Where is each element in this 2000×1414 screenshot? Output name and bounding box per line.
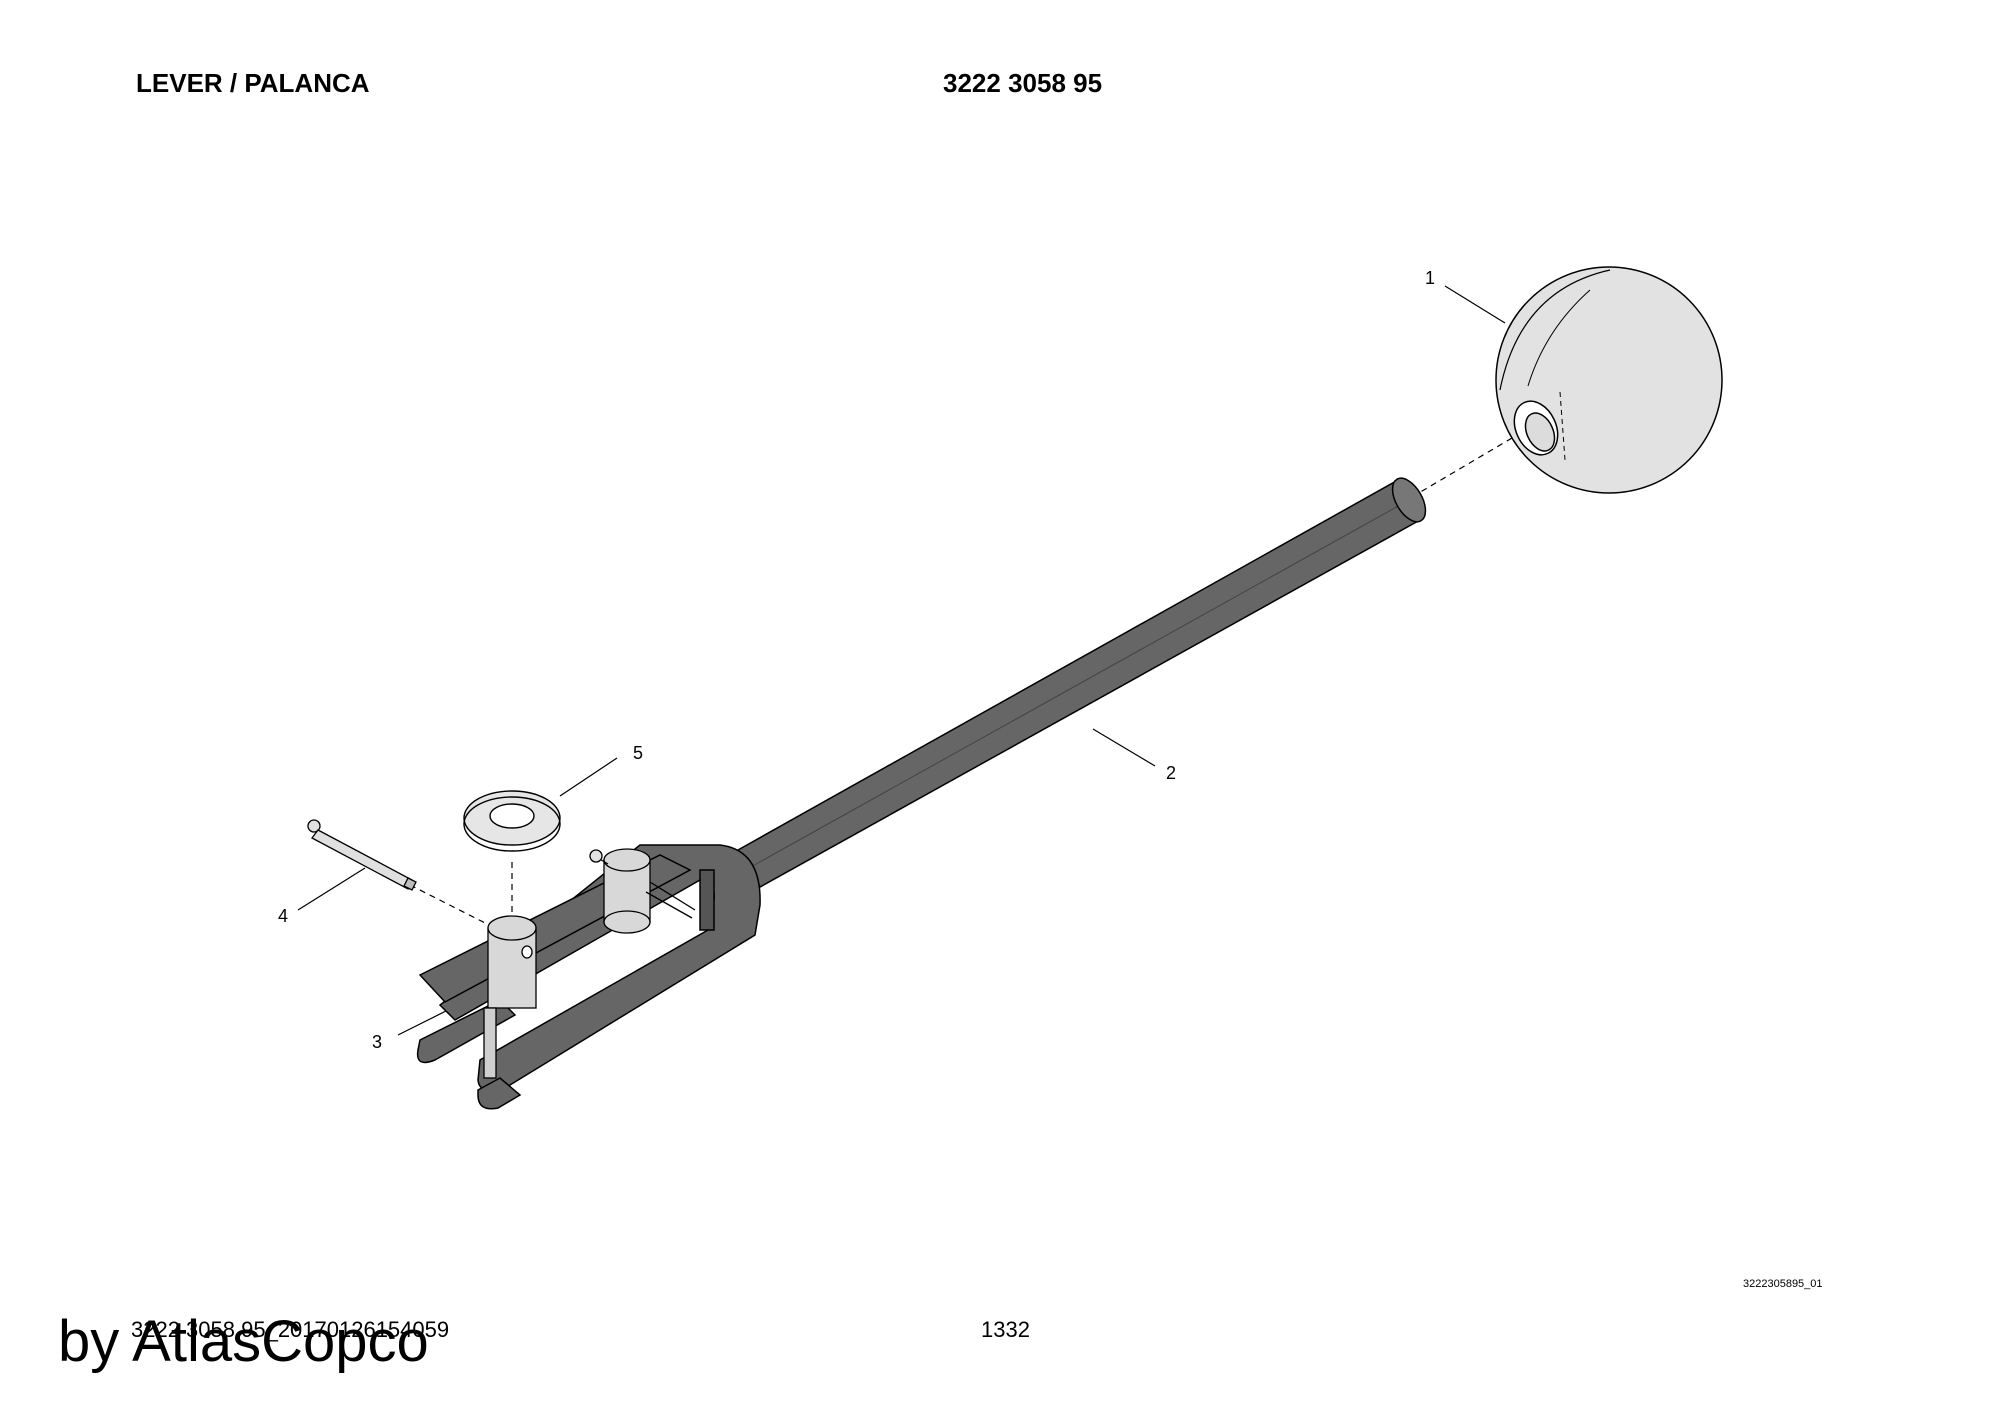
page-number: 1332 [981, 1317, 1030, 1342]
clevis-fork [416, 844, 761, 1110]
page-title: LEVER / PALANCA [136, 68, 370, 98]
part-number: 3222 3058 95 [943, 68, 1103, 98]
callout-3: 3 [372, 1032, 383, 1052]
cotter-pin [307, 819, 417, 891]
watermark: by AtlasCopco [58, 1309, 429, 1374]
ball-knob [1495, 266, 1723, 494]
clevis-pin [483, 915, 537, 1079]
callout-1: 1 [1425, 268, 1436, 288]
document-id: 3222 3058 95_20170126154059 [131, 1317, 450, 1342]
lever-shaft [736, 477, 1427, 889]
callout-2: 2 [1166, 763, 1177, 783]
callout-5: 5 [633, 743, 644, 763]
installed-pin [589, 848, 696, 934]
leader-line-1 [1444, 285, 1506, 324]
callout-4: 4 [278, 906, 289, 926]
figure-code: 3222305895_01 [1743, 1278, 1823, 1290]
alignment-line-knob [1411, 437, 1513, 498]
leader-line-5 [559, 757, 618, 797]
leader-line-4 [297, 867, 366, 911]
washer [463, 790, 561, 852]
leader-line-2 [1092, 728, 1156, 767]
alignment-line-cotter [409, 884, 496, 929]
